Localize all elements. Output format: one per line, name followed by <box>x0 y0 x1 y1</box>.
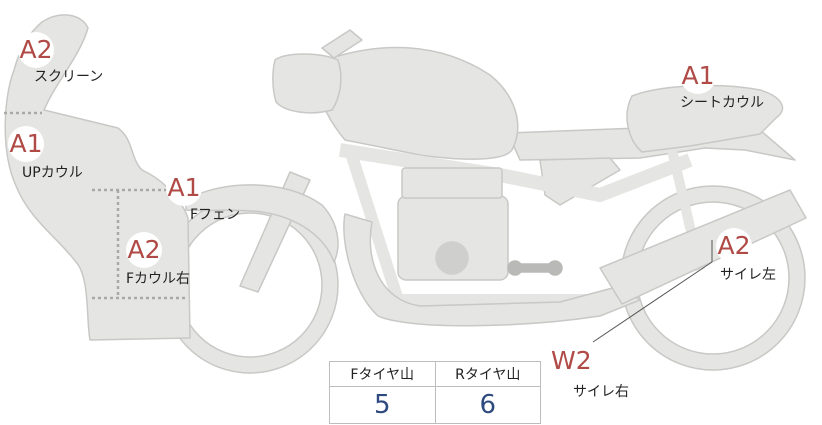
grade-badge: A2 <box>126 232 162 268</box>
side-cover-leader-line <box>592 261 713 343</box>
muffler-shape <box>599 189 807 305</box>
part-label: UPカウル <box>22 165 83 181</box>
grade-badge: W2 <box>551 343 592 379</box>
grade-badge: A1 <box>8 126 44 162</box>
grade-badge: A1 <box>680 58 716 94</box>
grade-badge: A2 <box>18 32 54 68</box>
frame-upper-rail <box>338 143 693 202</box>
engine <box>397 167 509 281</box>
tread-header-row: Fタイヤ山 Rタイヤ山 <box>329 361 541 387</box>
part-label: サイレ左 <box>720 267 776 283</box>
front-tread-value: 5 <box>329 386 436 424</box>
grade-badge: A1 <box>166 170 202 206</box>
headlamp-shape <box>272 53 342 114</box>
part-label: シートカウル <box>680 95 764 111</box>
front-tread-label: Fタイヤ山 <box>329 361 436 387</box>
front-fender-shape <box>185 184 339 263</box>
part-label: Fカウル右 <box>126 271 191 287</box>
rear-tread-label: Rタイヤ山 <box>434 361 541 387</box>
tread-value-row: 5 6 <box>329 386 541 424</box>
handlebar-shape <box>321 29 363 59</box>
part-label: Fフェン <box>190 207 241 223</box>
tire-tread-table: Fタイヤ山 Rタイヤ山 5 6 <box>329 361 541 424</box>
part-label: スクリーン <box>34 69 104 85</box>
rear-tread-value: 6 <box>434 386 541 424</box>
exhaust-pipes <box>343 213 641 327</box>
footpeg <box>507 260 563 276</box>
grade-badge: A2 <box>716 228 752 264</box>
fuel-tank-shape <box>316 46 519 160</box>
fairing-seams <box>4 111 188 300</box>
part-label: サイレ右 <box>573 384 629 400</box>
